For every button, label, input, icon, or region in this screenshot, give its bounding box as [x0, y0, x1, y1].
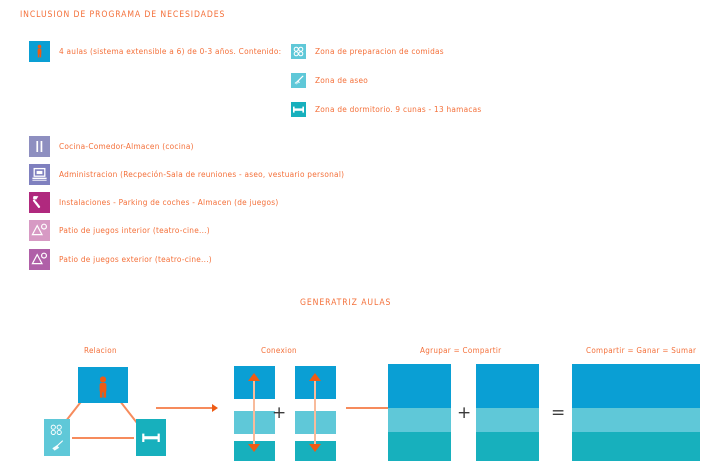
list-item-instalaciones: Instalaciones - Parking de coches - Alma…: [29, 192, 278, 213]
operator-plus-1: +: [272, 403, 287, 423]
step-label-compartir: Compartir = Ganar = Sumar: [586, 346, 697, 355]
person-icon: [29, 41, 50, 62]
desk-screen-icon: [29, 164, 50, 185]
conexion-b-axis: [314, 378, 316, 448]
list-item-aulas-label: 4 aulas (sistema extensible a 6) de 0-3 …: [59, 46, 282, 57]
step-label-relacion: Relacion: [84, 346, 117, 355]
list-item-instalaciones-label: Instalaciones - Parking de coches - Alma…: [59, 197, 279, 208]
agrupar-stack-b: [476, 364, 539, 461]
list-item-patio-interior-label: Patio de juegos interior (teatro-cine...…: [59, 225, 210, 236]
list-item-patio-interior: Patio de juegos interior (teatro-cine...…: [29, 220, 210, 241]
hammer-icon: [29, 192, 50, 213]
step-label-agrupar: Agrupar = Compartir: [420, 346, 502, 355]
cutlery-icon: [29, 136, 50, 157]
list-item-patio-exterior-label: Patio de juegos exterior (teatro-cine...…: [59, 254, 212, 265]
list-item-aseo: Zona de aseo: [291, 73, 368, 88]
diagram-title: GENERATRIZ AULAS: [300, 298, 392, 308]
conexion-b-arrow-up: [309, 373, 321, 381]
list-item-administracion: Administracion (Recpeción-Sala de reunio…: [29, 164, 344, 185]
step-label-conexion: Conexion: [261, 346, 297, 355]
list-item-dormitorio-label: Zona de dormitorio. 9 cunas - 13 hamacas: [315, 104, 482, 115]
conexion-a-arrow-up: [248, 373, 260, 381]
flow-arrow-2-line: [346, 407, 398, 409]
list-item-cocina-label: Cocina-Comedor-Almacen (cocina): [59, 141, 194, 152]
agrupar-stack-a: [388, 364, 451, 461]
list-item-comidas-label: Zona de preparacion de comidas: [315, 46, 444, 57]
conexion-b-arrow-down: [309, 444, 321, 452]
stovetop-burners-icon: [291, 44, 306, 59]
list-item-aulas: 4 aulas (sistema extensible a 6) de 0-3 …: [29, 41, 281, 62]
playground-shapes-icon: [29, 249, 50, 270]
conexion-a-arrow-down: [248, 444, 260, 452]
page-title: INCLUSION DE PROGRAMA DE NECESIDADES: [20, 10, 226, 20]
relation-connector-bottom: [72, 437, 134, 439]
conexion-a-axis: [253, 378, 255, 448]
list-item-administracion-label: Administracion (Recpeción-Sala de reunio…: [59, 169, 345, 180]
relation-box-servicios: [44, 419, 70, 456]
broom-icon: [291, 73, 306, 88]
list-item-dormitorio: Zona de dormitorio. 9 cunas - 13 hamacas: [291, 102, 482, 117]
list-item-aseo-label: Zona de aseo: [315, 75, 369, 86]
flow-arrow-1-head: [212, 404, 218, 412]
operator-plus-2: +: [457, 403, 472, 423]
compartir-stack: [572, 364, 700, 461]
crib-bed-icon: [291, 102, 306, 117]
playground-shapes-icon: [29, 220, 50, 241]
list-item-cocina: Cocina-Comedor-Almacen (cocina): [29, 136, 194, 157]
list-item-comidas: Zona de preparacion de comidas: [291, 44, 444, 59]
operator-equals: =: [551, 403, 566, 423]
list-item-patio-exterior: Patio de juegos exterior (teatro-cine...…: [29, 249, 212, 270]
relation-box-aulas: [78, 367, 128, 403]
relation-box-dormitorio: [136, 419, 166, 456]
flow-arrow-1-line: [156, 407, 212, 409]
